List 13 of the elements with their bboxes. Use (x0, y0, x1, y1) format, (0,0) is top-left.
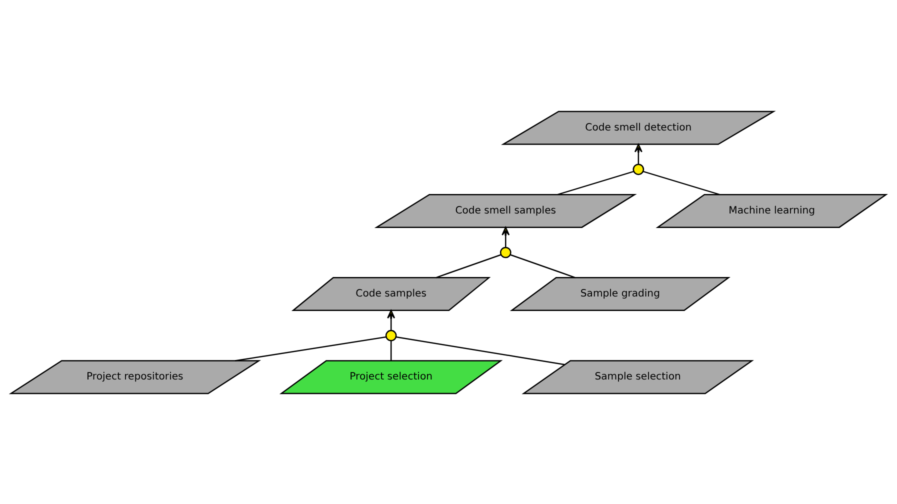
arrow (634, 143, 642, 164)
connector (390, 340, 392, 360)
node-circle (500, 246, 512, 258)
connector (234, 336, 386, 361)
connector (642, 170, 720, 195)
connector (436, 254, 502, 278)
arrow (387, 309, 396, 330)
node-circle (632, 163, 644, 175)
arrow (502, 226, 510, 247)
node-circle (385, 329, 397, 341)
connector (396, 336, 565, 365)
connector (557, 170, 634, 195)
connector (510, 254, 576, 278)
